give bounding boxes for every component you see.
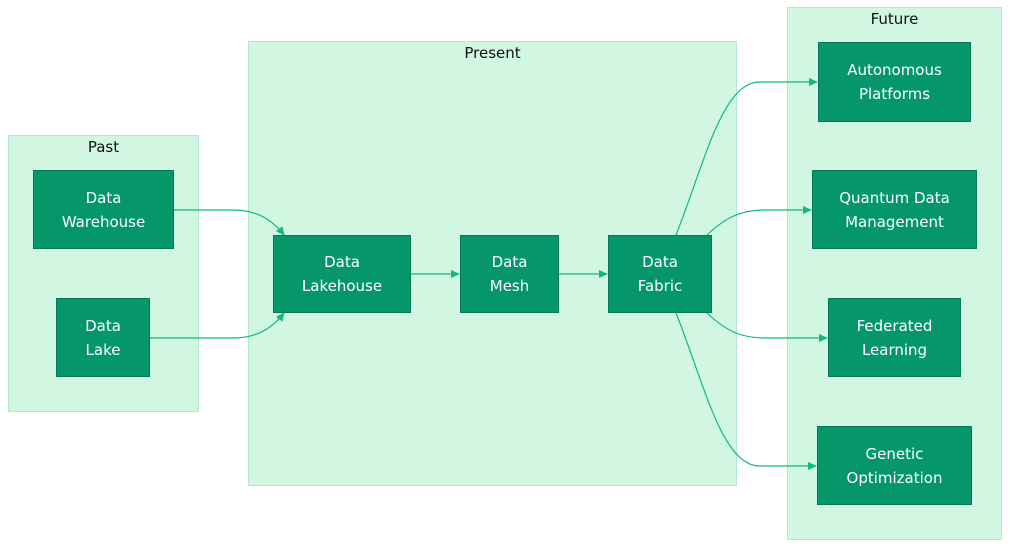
node-data-fabric-line2: Fabric: [637, 277, 683, 295]
node-data-mesh-line2: Mesh: [489, 277, 530, 295]
node-data-lakehouse-line1: Data: [324, 253, 360, 271]
node-data-warehouse: Data Warehouse: [33, 170, 174, 249]
node-autonomous-platforms-line2: Platforms: [858, 85, 931, 103]
cluster-future-label: Future: [870, 10, 919, 28]
node-data-warehouse-line1: Data: [85, 188, 122, 207]
node-genetic-optimization: Genetic Optimization: [817, 426, 972, 505]
node-data-lake: Data Lake: [56, 298, 150, 377]
node-data-fabric: Data Fabric: [608, 235, 712, 313]
node-data-lakehouse-line2: Lakehouse: [301, 277, 383, 295]
node-quantum-data-management: Quantum Data Management: [812, 170, 977, 249]
node-data-lake-line2: Lake: [85, 340, 121, 359]
node-federated-learning-line1: Federated: [856, 316, 933, 335]
node-data-lake-line1: Data: [85, 316, 121, 335]
node-genetic-optimization-line2: Optimization: [846, 468, 943, 487]
node-autonomous-platforms: Autonomous Platforms: [818, 42, 971, 122]
cluster-past-label: Past: [87, 138, 120, 156]
node-data-mesh: Data Mesh: [460, 235, 559, 313]
node-data-fabric-line1: Data: [642, 253, 678, 271]
node-genetic-optimization-line1: Genetic: [865, 444, 924, 463]
node-autonomous-platforms-line1: Autonomous: [847, 61, 942, 79]
node-data-lakehouse: Data Lakehouse: [273, 235, 411, 313]
node-quantum-data-management-line2: Management: [845, 212, 944, 231]
node-quantum-data-management-line1: Quantum Data: [839, 188, 950, 207]
node-federated-learning: Federated Learning: [828, 298, 961, 377]
cluster-present-label: Present: [464, 44, 521, 62]
node-federated-learning-line2: Learning: [861, 340, 928, 359]
node-data-mesh-line1: Data: [491, 253, 528, 271]
node-data-warehouse-line2: Warehouse: [61, 212, 146, 231]
